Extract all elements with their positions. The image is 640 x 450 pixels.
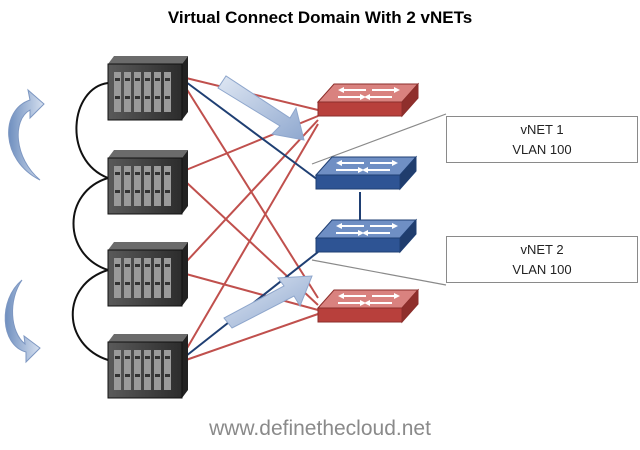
stacking-cables bbox=[71, 82, 109, 361]
blade-enclosure-icon bbox=[107, 150, 188, 215]
curved-arrows bbox=[4, 88, 45, 364]
blade-enclosure-icon bbox=[107, 242, 188, 307]
vnet-1-name: vNET 1 bbox=[520, 122, 564, 137]
blade-enclosures bbox=[107, 56, 188, 399]
flow-arrows bbox=[217, 75, 313, 329]
blade-enclosure-icon bbox=[107, 334, 188, 399]
curved-arrow-icon bbox=[4, 279, 41, 364]
network-switch-icon bbox=[316, 82, 420, 118]
curved-arrow-icon bbox=[8, 88, 45, 181]
flow-arrow-icon bbox=[223, 275, 313, 329]
stacking-cable-1 bbox=[75, 82, 109, 179]
stacking-cable-2 bbox=[72, 177, 109, 271]
network-switch-icon bbox=[314, 155, 418, 191]
network-switch-icon bbox=[316, 288, 420, 324]
diagram-title: Virtual Connect Domain With 2 vNETs bbox=[167, 8, 473, 27]
footer-url: www.definethecloud.net bbox=[209, 417, 431, 440]
network-switch-icon bbox=[314, 218, 418, 254]
callout-pointers bbox=[311, 113, 447, 286]
vnet-1-vlan: VLAN 100 bbox=[512, 142, 572, 157]
blade-enclosure-icon bbox=[107, 56, 188, 121]
vnet-2-name: vNET 2 bbox=[520, 242, 564, 257]
stacking-cable-3 bbox=[71, 269, 109, 361]
vnet-2-vlan: VLAN 100 bbox=[512, 262, 572, 277]
flow-arrow-icon bbox=[217, 75, 305, 141]
network-switches bbox=[314, 82, 420, 324]
vnet-2-callout: vNET 2 VLAN 100 bbox=[446, 236, 638, 283]
vnet-1-callout: vNET 1 VLAN 100 bbox=[446, 116, 638, 163]
